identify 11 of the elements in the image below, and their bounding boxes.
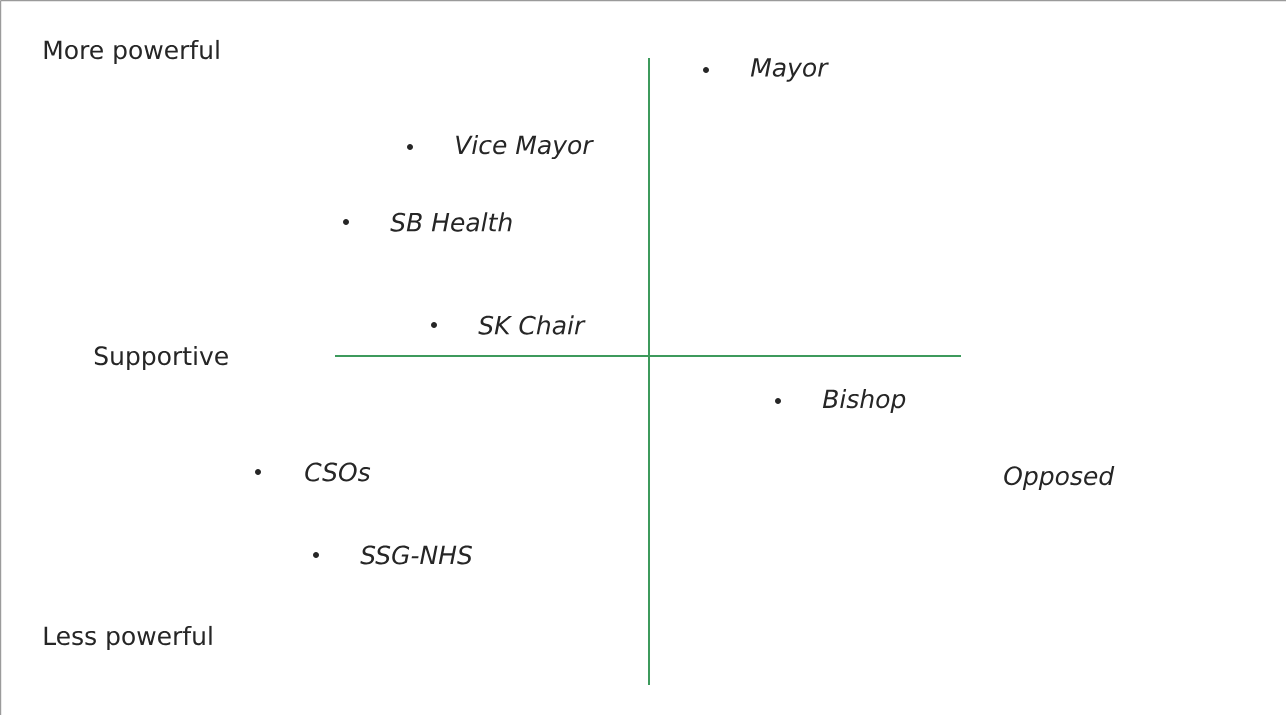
- stakeholder-label: SSG-NHS: [360, 545, 473, 565]
- stakeholder-label: Mayor: [750, 58, 829, 82]
- axis-label: Supportive: [94, 345, 228, 371]
- stakeholder-label: Vice Mayor: [456, 134, 594, 160]
- stakeholder-label: SK Chair: [478, 315, 586, 335]
- stakeholder-label: CSOs: [305, 462, 371, 482]
- axis-label: More powerful: [44, 39, 219, 65]
- axis-label: Less powerful: [44, 625, 212, 651]
- stakeholder-label: Bishop: [822, 388, 906, 414]
- stakeholder-label: SB Health: [390, 212, 512, 232]
- axis-label: Opposed: [1004, 465, 1115, 491]
